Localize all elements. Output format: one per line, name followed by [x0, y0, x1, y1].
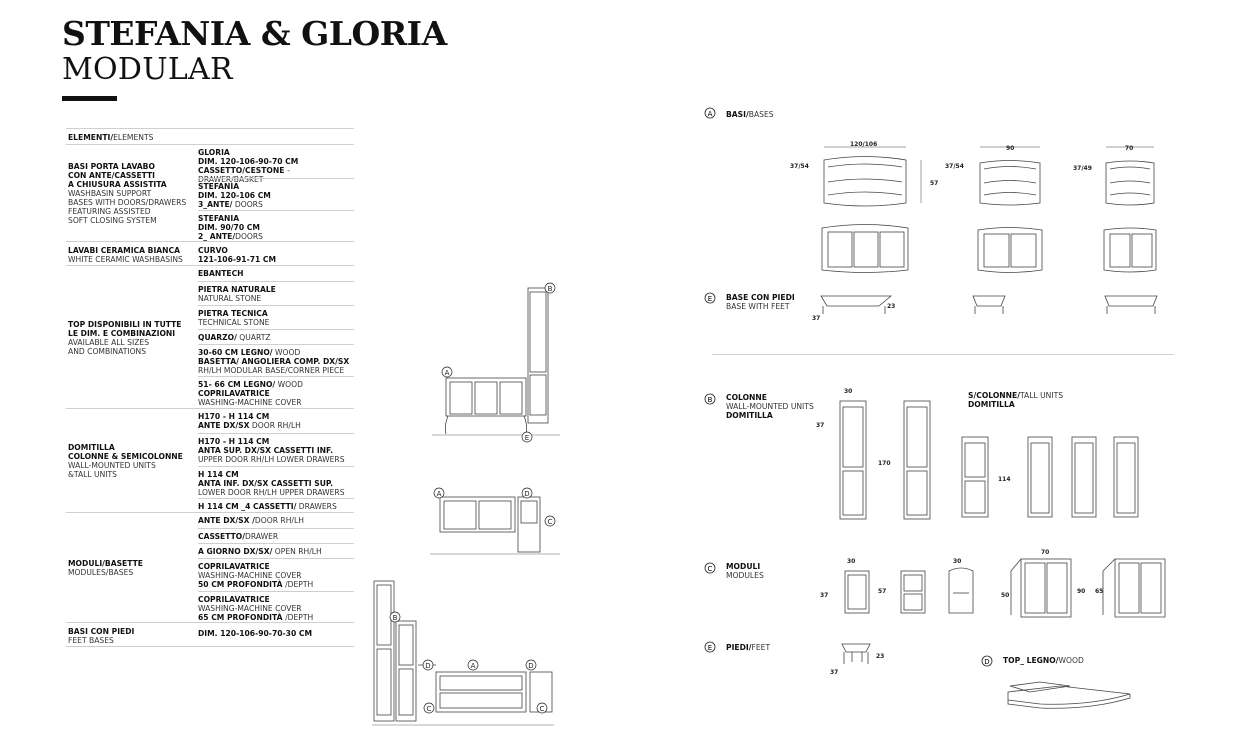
svg-text:A: A	[437, 490, 442, 498]
svg-text:D: D	[528, 662, 533, 670]
svg-text:B: B	[548, 285, 553, 293]
table-row-lavabi: LAVABI CERAMICA BIANCA WHITE CERAMIC WAS…	[66, 241, 354, 266]
svg-text:37: 37	[820, 592, 828, 599]
table-row-basi: BASI PORTA LAVABO CON ANTE/CASSETTI A CH…	[66, 144, 354, 242]
svg-text:C: C	[540, 705, 545, 713]
callout-b-icon: B	[704, 393, 716, 405]
basi-label: BASI PORTA LAVABO CON ANTE/CASSETTI A CH…	[68, 162, 187, 225]
svg-text:37/49: 37/49	[1073, 165, 1092, 172]
table-row-piedi: BASI CON PIEDI FEET BASES DIM. 120-106-9…	[66, 622, 354, 647]
svg-text:B: B	[393, 614, 398, 622]
table-header: ELEMENTI/ELEMENTS	[66, 128, 354, 145]
piedi-heading: PIEDI/FEET	[726, 643, 771, 652]
basi-gloria: GLORIA DIM. 120-106-90-70 CM CASSETTO/CE…	[198, 148, 299, 184]
svg-text:D: D	[524, 490, 529, 498]
top-legno-drawing	[1007, 681, 1131, 709]
callout-e-icon: E	[704, 292, 716, 304]
svg-text:57: 57	[930, 180, 938, 187]
section-divider	[712, 354, 1174, 355]
svg-text:C: C	[708, 565, 713, 573]
basi-stefania-3: STEFANIA DIM. 120-106 CM 3_ANTE/ DOORS	[198, 178, 354, 212]
basi-stefania-2: STEFANIA DIM. 90/70 CM 2_ ANTE/DOORS	[198, 210, 354, 244]
svg-text:E: E	[708, 295, 712, 303]
table-row-moduli: MODULI/BASETTE MODULES/BASES ANTE DX/SX …	[66, 512, 354, 623]
svg-text:A: A	[471, 662, 476, 670]
svg-text:70: 70	[1125, 145, 1133, 152]
title-underline	[62, 96, 117, 101]
svg-text:E: E	[708, 644, 712, 652]
svg-text:120/106: 120/106	[850, 141, 877, 148]
svg-text:30: 30	[953, 558, 961, 565]
callout-d-icon: D	[981, 655, 993, 667]
svg-text:C: C	[427, 705, 432, 713]
moduli-drawings: 30 37 57 30 70 50 90 65	[820, 549, 1166, 618]
svg-text:23: 23	[876, 653, 884, 660]
svg-text:70: 70	[1041, 549, 1049, 556]
svg-text:57: 57	[878, 588, 886, 595]
svg-text:170: 170	[878, 460, 891, 467]
svg-text:37: 37	[812, 315, 820, 322]
svg-text:A: A	[708, 110, 713, 118]
svg-text:65: 65	[1095, 588, 1103, 595]
svg-text:23: 23	[887, 303, 895, 310]
piedi-drawing: 23 37	[830, 643, 884, 676]
svg-text:C: C	[548, 518, 553, 526]
table-row-top: TOP DISPONIBILI IN TUTTE LE DIM. E COMBI…	[66, 265, 354, 409]
svg-text:90: 90	[1077, 588, 1085, 595]
composition-drawings: B A E A D C B D A D C C	[372, 282, 560, 726]
svg-text:30: 30	[847, 558, 855, 565]
basi-drawings: 120/106 90 70 37/54 37/54 37/49 57	[790, 141, 1157, 273]
svg-text:37/54: 37/54	[790, 163, 809, 170]
svg-text:114: 114	[998, 476, 1011, 483]
table-row-domitilla: DOMITILLA COLONNE & SEMICOLONNE WALL-MOU…	[66, 408, 354, 513]
svg-text:D: D	[425, 662, 430, 670]
svg-text:E: E	[525, 434, 529, 442]
svg-text:37/54: 37/54	[945, 163, 964, 170]
callout-c-icon: C	[704, 562, 716, 574]
svg-text:37: 37	[830, 669, 838, 676]
colonne-drawings: 30 37 170 114	[816, 388, 1139, 520]
svg-text:A: A	[445, 369, 450, 377]
top-legno-heading: TOP_ LEGNO/WOOD	[1003, 656, 1084, 665]
callout-e-feet-icon: E	[704, 641, 716, 653]
page-subtitle: MODULAR	[62, 52, 233, 87]
page-title: STEFANIA & GLORIA	[62, 14, 447, 53]
svg-text:37: 37	[816, 422, 824, 429]
svg-text:50: 50	[1001, 592, 1009, 599]
svg-text:D: D	[984, 658, 989, 666]
composition-callouts: B A E A D C B D A D C C	[389, 282, 556, 714]
svg-text:30: 30	[844, 388, 852, 395]
svg-text:90: 90	[1006, 145, 1014, 152]
basi-heading: BASI/BASES	[726, 110, 774, 119]
base-piedi-drawings: 23 37	[812, 295, 1158, 322]
svg-text:B: B	[708, 396, 713, 404]
callout-a-icon: A	[704, 107, 716, 119]
